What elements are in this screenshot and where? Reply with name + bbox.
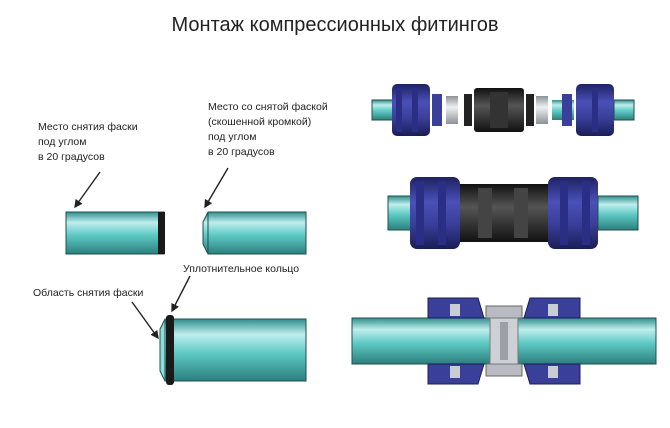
pipe-left — [65, 211, 165, 255]
arrow-sealing-ring — [171, 275, 191, 313]
arrow-chamfer-left — [74, 171, 101, 209]
fitting-assembled — [387, 177, 639, 249]
sealing-ring — [166, 315, 174, 385]
label-line: под углом — [38, 136, 87, 148]
pipe-right — [202, 211, 307, 255]
label-chamfer-area: Область снятия фаски — [33, 287, 144, 299]
label-chamfer-right: Место со снятой фаской (скошенной кромко… — [208, 100, 328, 160]
label-sealing-ring: Уплотнительное кольцо — [183, 263, 300, 275]
arrow-chamfer-right — [204, 167, 229, 209]
label-line: Место снятия фаски — [38, 121, 138, 133]
label-chamfer-left: Место снятия фаски под углом в 20 градус… — [38, 120, 138, 165]
label-line: под углом — [208, 131, 257, 143]
fitting-exploded — [371, 84, 635, 136]
arrow-chamfer-area — [131, 301, 159, 340]
label-line: в 20 градусов — [38, 151, 105, 163]
fitting-cutaway — [351, 297, 657, 385]
label-line: Место со снятой фаской — [208, 101, 328, 113]
pipe-with-ring — [159, 315, 307, 385]
diagram-title: Монтаж компрессионных фитингов — [171, 14, 499, 36]
label-line: (скошенной кромкой) — [208, 116, 312, 128]
label-line: в 20 градусов — [208, 146, 275, 158]
